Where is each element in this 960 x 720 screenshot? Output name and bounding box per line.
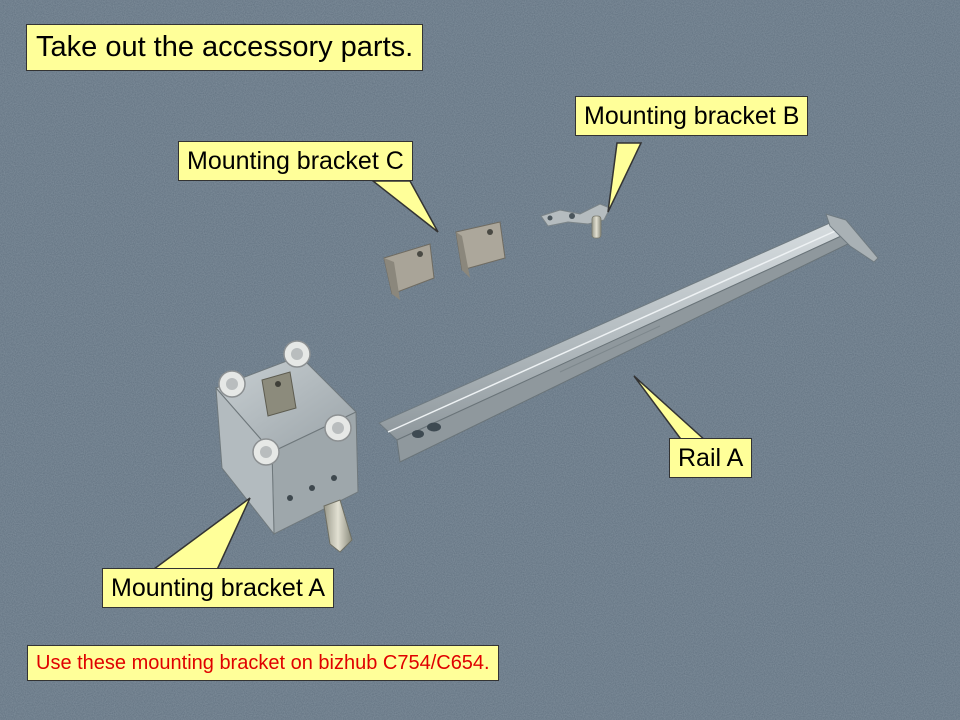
- bracket-a-label: Mounting bracket A: [102, 568, 335, 608]
- note-callout: Use these mounting bracket on bizhub C75…: [27, 645, 499, 681]
- callout-pointers: [147, 142, 709, 573]
- rail-a-label: Rail A: [669, 438, 753, 478]
- bracket-b-part: [540, 203, 611, 239]
- bracket-a-part: [215, 340, 359, 553]
- bracket-c-pointer: [370, 180, 439, 233]
- bracket-c-parts: [383, 221, 506, 300]
- title-callout: Take out the accessory parts.: [26, 24, 424, 71]
- rail-a-part: [378, 213, 879, 463]
- bracket-c-label: Mounting bracket C: [178, 141, 413, 181]
- bracket-b-label: Mounting bracket B: [575, 96, 809, 136]
- bracket-b-pointer: [607, 142, 643, 213]
